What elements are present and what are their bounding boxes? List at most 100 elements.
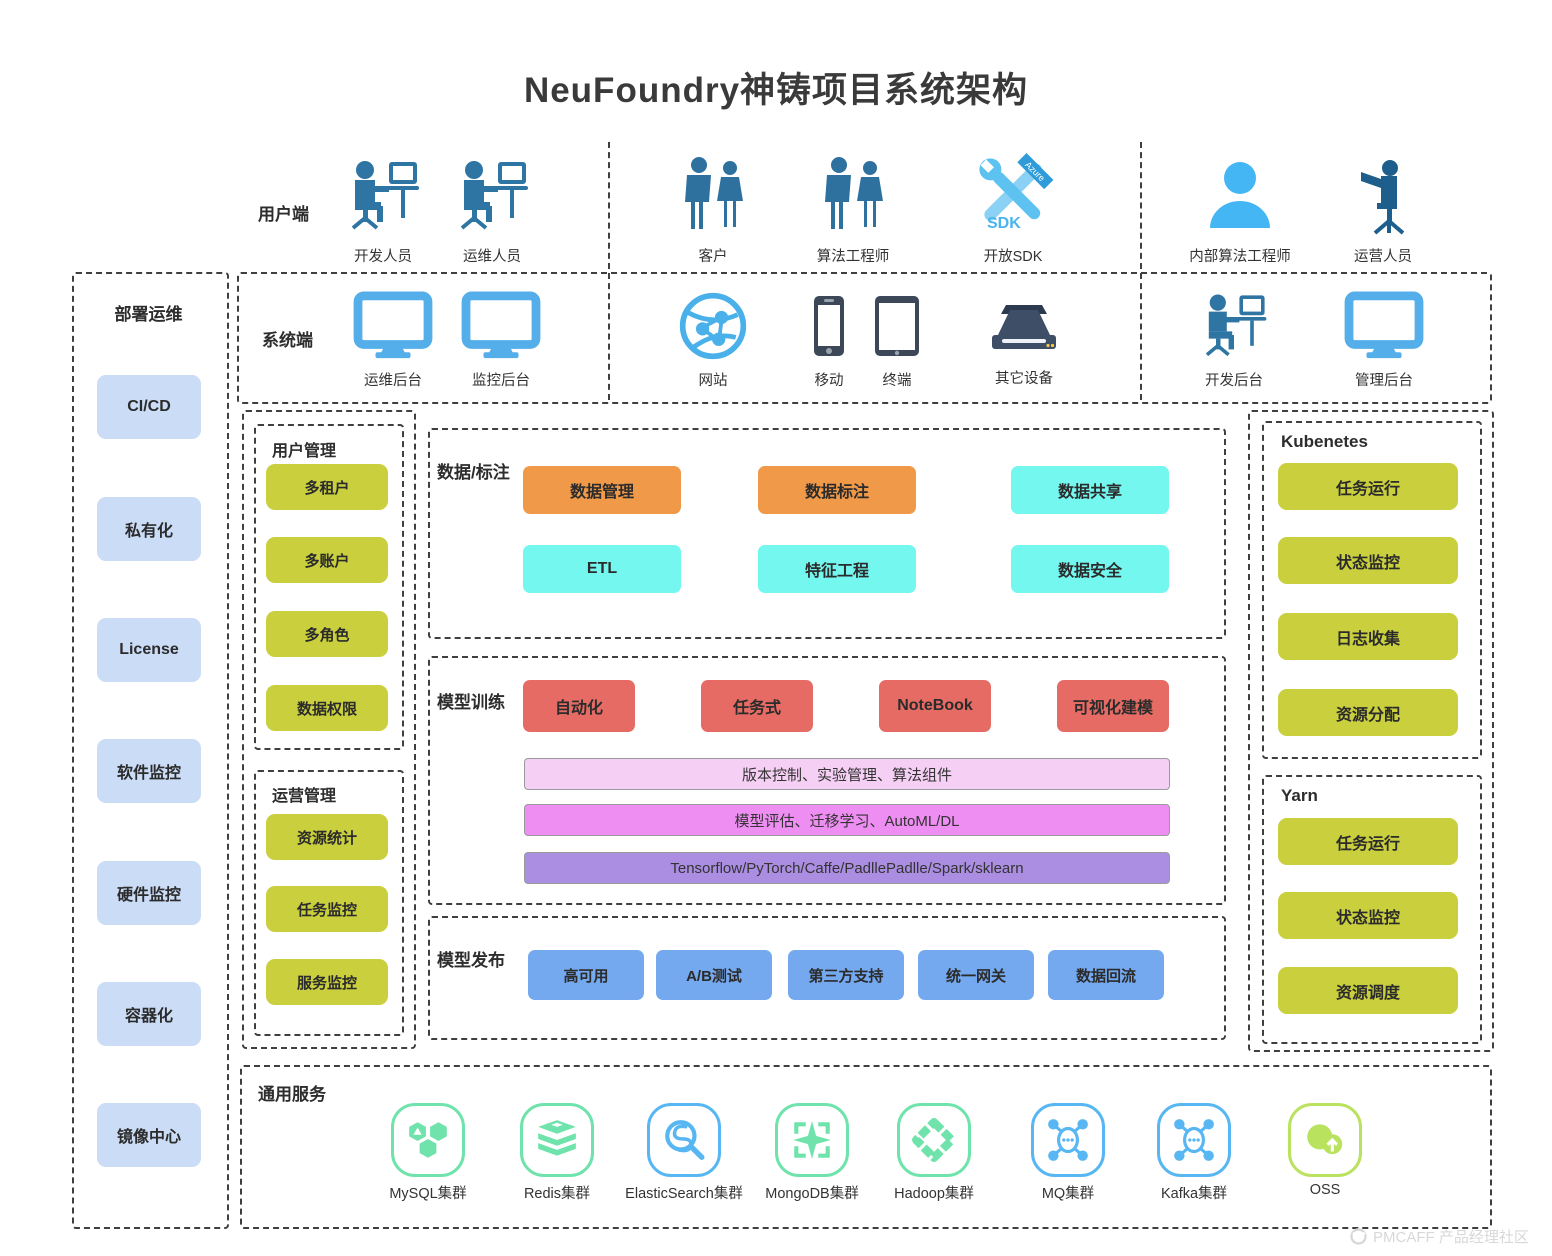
system-row-label: 系统端 [262,331,313,350]
system-item-website: 网站 [653,288,773,390]
kubernetes-chip: 日志收集 [1278,613,1458,660]
deploy-ops-chip: 镜像中心 [97,1103,201,1167]
training-chip: 可视化建模 [1057,680,1169,732]
deploy-ops-chip: CI/CD [97,375,201,439]
redis-icon [520,1103,594,1177]
service-mongodb: MongoDB集群 [747,1103,877,1203]
system-item-label: 监控后台 [472,373,530,389]
yarn-chip: 资源调度 [1278,967,1458,1014]
model-publish-label: 模型发布 [437,951,505,970]
system-item-label: 网站 [698,373,728,389]
monitor-icon [460,288,542,364]
ops-mgmt-chip: 服务监控 [266,959,388,1005]
publish-chip: 高可用 [528,950,644,1000]
divider-vertical-2 [1140,142,1142,400]
deploy-ops-chip: 软件监控 [97,739,201,803]
algorithm-engineers-icon [813,152,893,240]
deploy-ops-chip: 私有化 [97,497,201,561]
service-label: OSS [1309,1182,1341,1198]
dev-at-desk-icon [1198,288,1270,364]
training-chip: 任务式 [701,680,813,732]
yarn-box [1262,775,1482,1044]
system-item-label: 其它设备 [995,371,1053,387]
service-mq: MQ集群 [1003,1103,1133,1203]
deploy-ops-box [72,272,229,1229]
training-bar: 版本控制、实验管理、算法组件 [524,758,1170,790]
service-mysql: MySQL集群 [363,1103,493,1203]
user-item-label: 开发人员 [354,249,412,265]
common-services-box [240,1065,1492,1229]
user-mgmt-box [254,424,404,750]
deploy-ops-chip: License [97,618,201,682]
user-item-developer: 开发人员 [308,152,458,266]
pmcaff-logo-icon [1350,1228,1367,1245]
user-mgmt-label: 用户管理 [272,443,337,460]
training-chip: 自动化 [523,680,635,732]
ops-mgmt-chip: 资源统计 [266,814,388,860]
oss-icon [1288,1103,1362,1177]
training-chip: NoteBook [879,680,991,732]
ops-mgmt-chip: 任务监控 [266,886,388,932]
service-label: MQ集群 [1041,1186,1095,1202]
system-item-ops-backend: 运维后台 [333,288,453,390]
system-item-monitor-backend: 监控后台 [441,288,561,390]
yarn-label: Yarn [1281,786,1318,805]
training-bar: Tensorflow/PyTorch/Caffe/PadllePadlle/Sp… [524,852,1170,884]
phone-icon [812,288,846,364]
internal-engineer-icon [1200,152,1280,240]
globe-icon [677,288,749,364]
monitor-icon [1343,288,1425,364]
service-label: MySQL集群 [389,1186,467,1202]
system-row-box [237,272,1492,404]
page-title: NeuFoundry神铸项目系统架构 [523,71,1029,110]
service-elasticsearch: ElasticSearch集群 [604,1103,764,1203]
user-item-label: 开放SDK [983,249,1043,265]
user-item-ops: 运维人员 [417,152,567,266]
mgmt-outer-box [242,410,416,1049]
kubernetes-box [1262,421,1482,759]
kubernetes-chip: 状态监控 [1278,537,1458,584]
model-training-label: 模型训练 [437,693,505,712]
data-annotation-box [428,428,1226,639]
model-training-box [428,656,1226,905]
user-item-label: 内部算法工程师 [1189,249,1291,265]
kubernetes-chip: 任务运行 [1278,463,1458,510]
publish-chip: 统一网关 [918,950,1034,1000]
user-item-operation-staff: 运营人员 [1308,152,1458,266]
scanner-icon [982,290,1066,362]
open-sdk-icon: Azure SDK [967,148,1059,240]
user-item-label: 运维人员 [463,249,521,265]
operation-staff-icon [1343,152,1423,240]
user-mgmt-chip: 多租户 [266,464,388,510]
kubernetes-label: Kubenetes [1281,432,1368,451]
elasticsearch-icon [647,1103,721,1177]
publish-chip: 第三方支持 [788,950,904,1000]
mongodb-icon [775,1103,849,1177]
data-chip: 特征工程 [758,545,916,593]
system-item-label: 运维后台 [364,373,422,389]
user-item-label: 算法工程师 [816,249,890,265]
kafka-icon [1157,1103,1231,1177]
user-item-open-sdk: Azure SDK 开放SDK [938,148,1088,266]
data-chip: ETL [523,545,681,593]
system-item-label: 移动 [814,373,844,389]
service-label: MongoDB集群 [765,1186,859,1202]
ops-mgmt-box [254,770,404,1036]
system-item-terminal: 终端 [862,288,932,390]
system-item-label: 管理后台 [1355,373,1413,389]
publish-chip: A/B测试 [656,950,772,1000]
user-item-internal-engineer: 内部算法工程师 [1165,152,1315,266]
user-item-label: 运营人员 [1354,249,1412,265]
data-chip: 数据管理 [523,466,681,514]
divider-vertical-1 [608,142,610,400]
ops-mgmt-label: 运营管理 [272,788,337,805]
service-label: Kafka集群 [1160,1186,1228,1202]
common-services-label: 通用服务 [258,1085,326,1104]
system-item-mobile: 移动 [794,288,864,390]
system-item-label: 终端 [882,373,912,389]
svg-text:SDK: SDK [987,215,1021,232]
system-item-label: 开发后台 [1205,373,1263,389]
yarn-chip: 任务运行 [1278,818,1458,865]
user-mgmt-chip: 多角色 [266,611,388,657]
